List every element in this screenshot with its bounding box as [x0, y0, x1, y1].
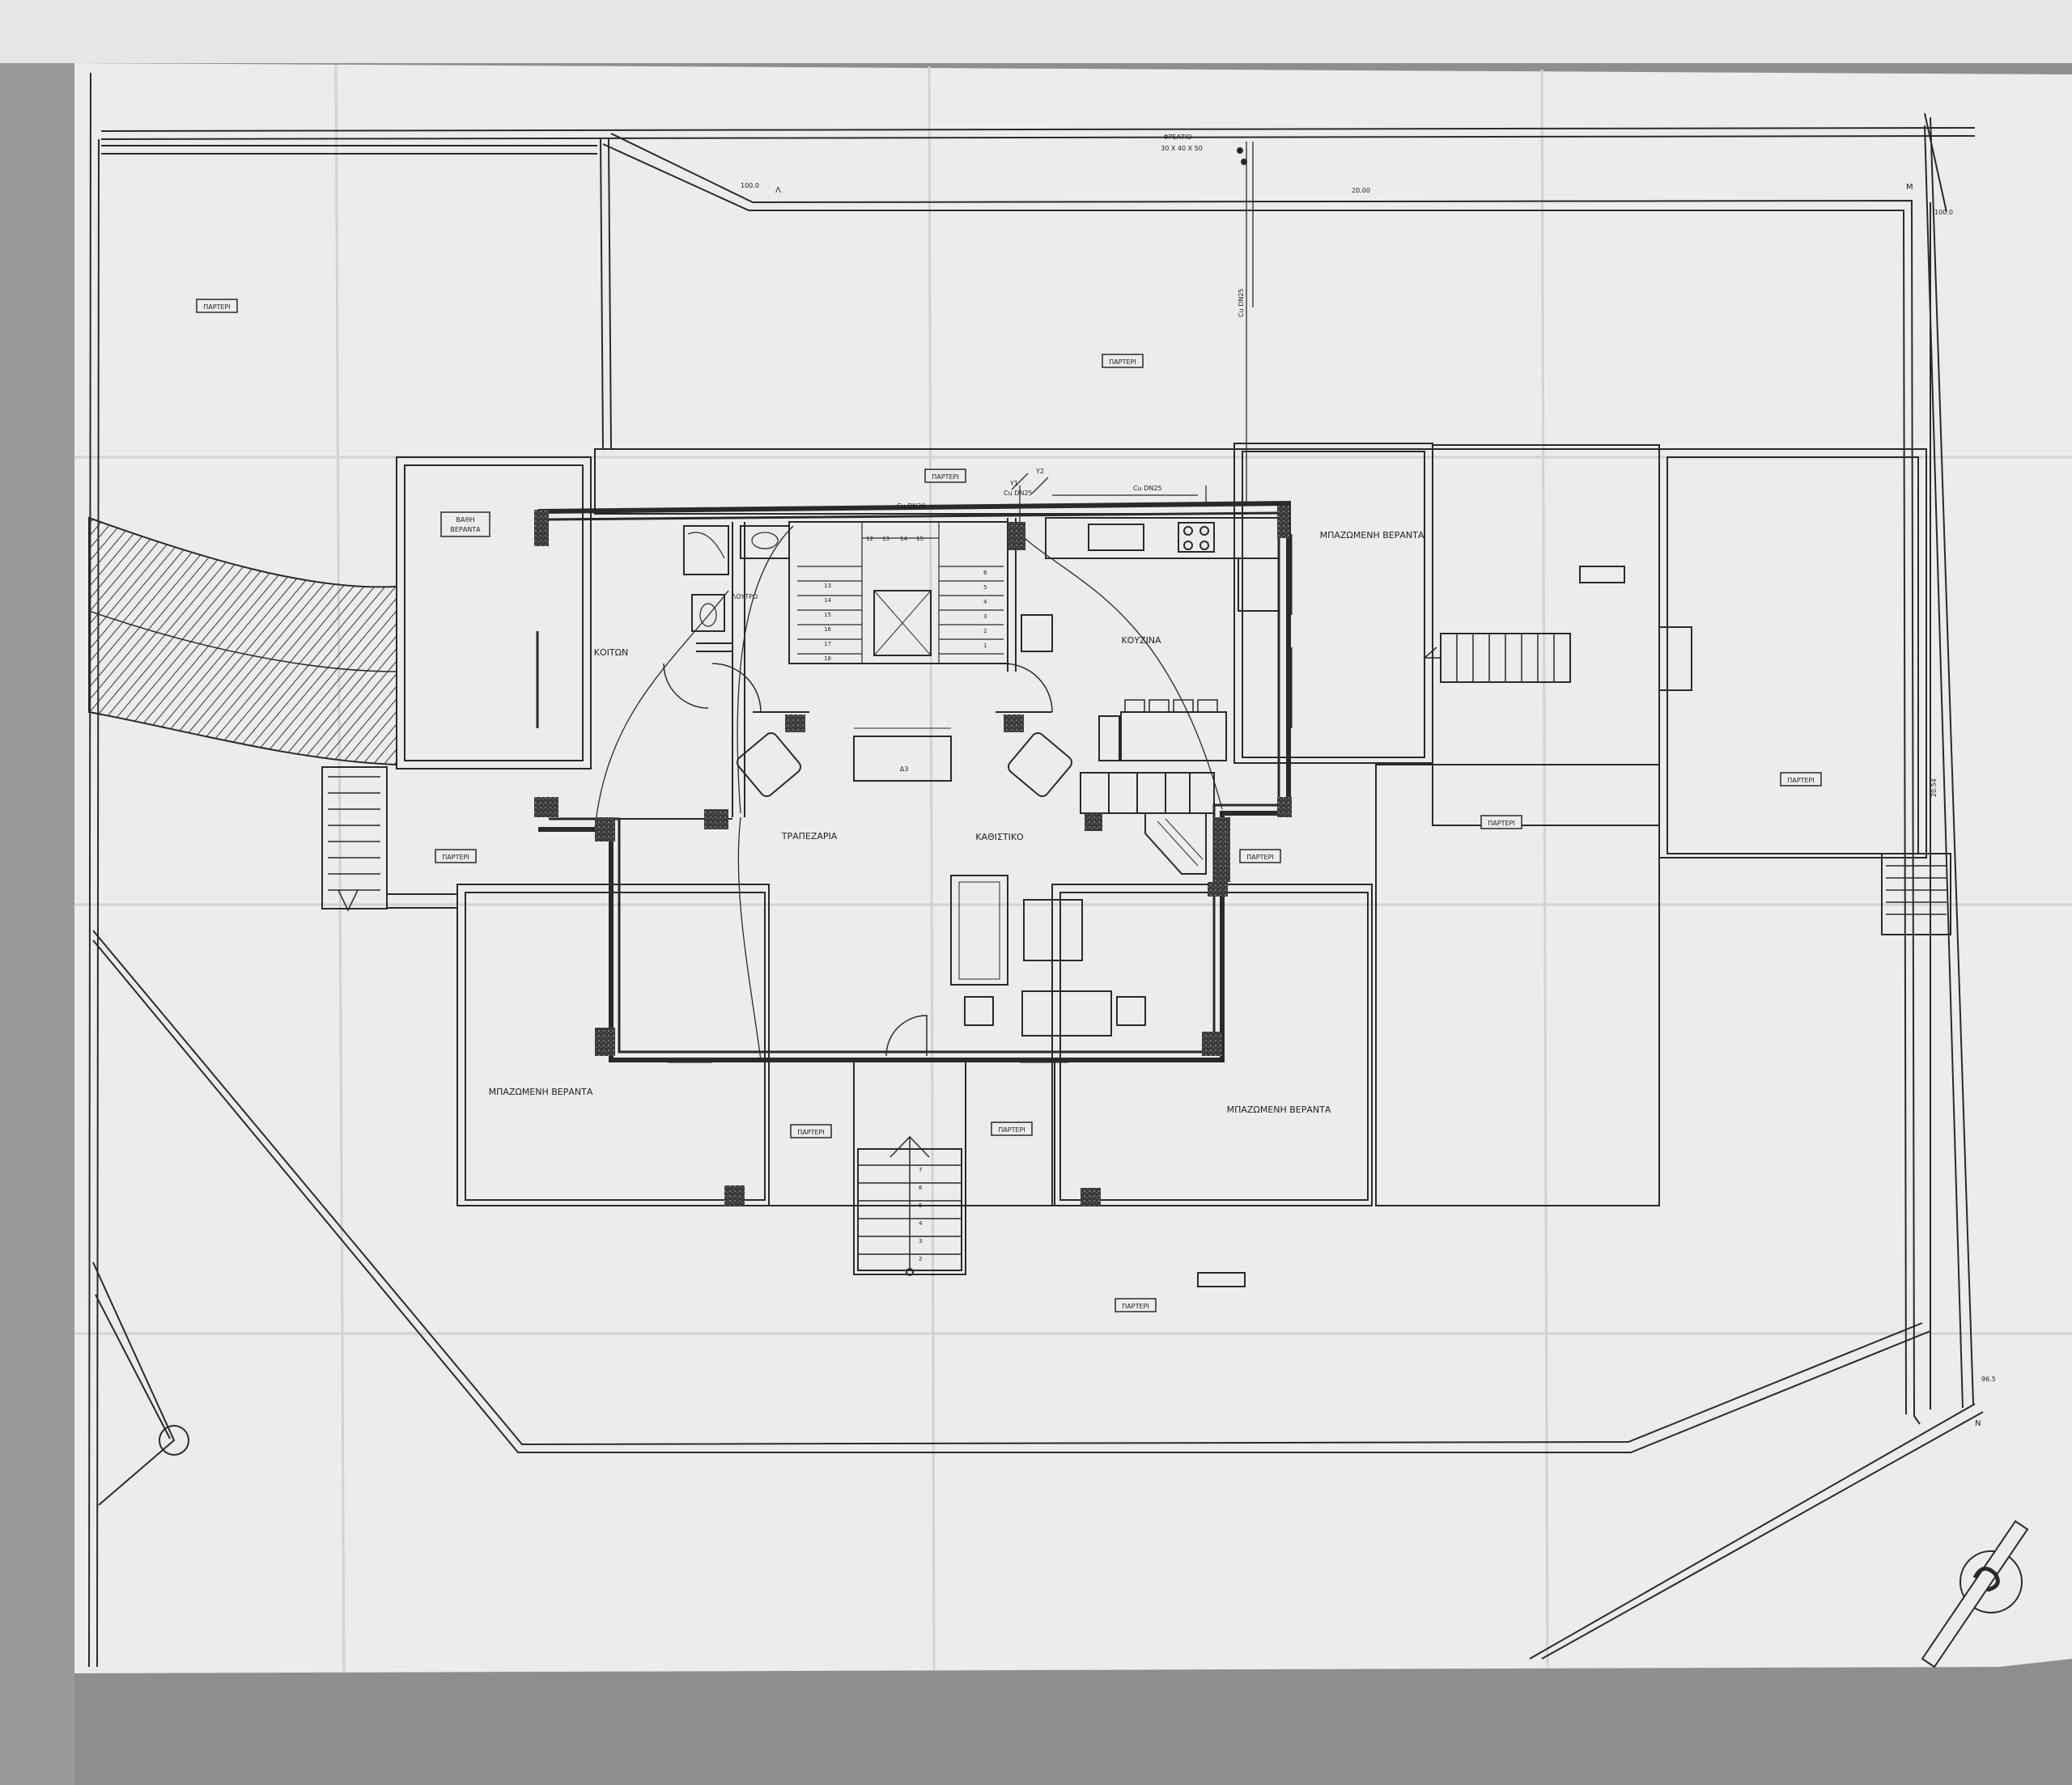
- stair-step-numbers: 12 13 14 15 13 14 15 16 17 18 6 5 4 3 2 1 7 6 5 4 3 2: [824, 536, 987, 1262]
- label-cu-dn25-vertical: Cu DN25: [1238, 288, 1245, 317]
- label-bathi: ΒΑΘΗ: [456, 516, 474, 524]
- svg-text:12: 12: [866, 536, 873, 542]
- label-parteri-2: ΠΑΡΤΕΡΙ: [1109, 358, 1136, 366]
- label-trapezaria: ΤΡΑΠΕΖΑΡΙΑ: [781, 831, 838, 842]
- label-y2: Y2: [1035, 468, 1044, 475]
- label-bazomeni-veranta-1: ΜΠΑΖΩΜΕΝΗ ΒΕΡΑΝΤΑ: [1320, 530, 1424, 541]
- svg-text:4: 4: [983, 599, 987, 605]
- label-point-m: Μ: [1906, 183, 1913, 192]
- label-parteri-4: ΠΑΡΤΕΡΙ: [442, 854, 469, 861]
- label-cu-dn25-kitchen: Cu DN25: [1133, 485, 1162, 492]
- label-parteri-5: ΠΑΡΤΕΡΙ: [1246, 854, 1273, 861]
- label-parteri-1: ΠΑΡΤΕΡΙ: [203, 303, 230, 311]
- left-background-band: [0, 63, 74, 1785]
- label-veranta: ΒΕΡΑΝΤΑ: [450, 526, 481, 533]
- svg-text:13: 13: [882, 536, 890, 542]
- label-elev-96-5: 96.5: [1981, 1376, 1996, 1383]
- svg-text:6: 6: [983, 570, 987, 576]
- svg-text:5: 5: [919, 1202, 922, 1209]
- label-point-l: Λ: [775, 186, 781, 195]
- north-arrow-icon: [1921, 1520, 2029, 1668]
- paper-sheet: [74, 63, 2072, 1673]
- label-elev-100-right: 100.0: [1934, 209, 1953, 216]
- label-parteri-9: ΠΑΡΤΕΡΙ: [998, 1126, 1025, 1134]
- svg-text:3: 3: [983, 613, 987, 620]
- label-parteri-3: ΠΑΡΤΕΡΙ: [932, 473, 958, 481]
- svg-text:14: 14: [900, 536, 907, 542]
- label-d3: Δ3: [900, 765, 909, 773]
- svg-text:14: 14: [824, 597, 831, 604]
- label-point-n: Ν: [1975, 1419, 1981, 1428]
- label-parteri-8: ΠΑΡΤΕΡΙ: [797, 1129, 824, 1136]
- label-parteri-10: ΠΑΡΤΕΡΙ: [1122, 1303, 1149, 1310]
- svg-text:4: 4: [919, 1220, 923, 1227]
- svg-text:3: 3: [919, 1238, 922, 1244]
- svg-text:2: 2: [983, 628, 987, 634]
- label-boxes: [196, 299, 1822, 1312]
- label-cu-dn25-stair: Cu DN25: [1004, 490, 1033, 497]
- svg-text:13: 13: [824, 583, 831, 589]
- label-y1: Y1: [1009, 480, 1018, 487]
- svg-text:5: 5: [983, 584, 987, 591]
- label-freatio-dims: 30 X 40 X 50: [1161, 145, 1203, 152]
- plan-drawing: [88, 72, 1984, 1668]
- label-koiton: ΚΟΙΤΩΝ: [594, 647, 628, 658]
- svg-text:17: 17: [824, 641, 831, 647]
- label-bazomeni-veranta-2: ΜΠΑΖΩΜΕΝΗ ΒΕΡΑΝΤΑ: [489, 1087, 593, 1097]
- svg-text:15: 15: [916, 536, 923, 542]
- label-dim-20-54: 20.54: [1930, 778, 1938, 797]
- label-elev-100-left: 100.0: [741, 182, 759, 189]
- svg-text:18: 18: [824, 655, 831, 662]
- label-bazomeni-veranta-3: ΜΠΑΖΩΜΕΝΗ ΒΕΡΑΝΤΑ: [1227, 1104, 1331, 1115]
- label-loutro: ΛΟΥΤΡΟ: [732, 593, 758, 600]
- svg-text:1: 1: [983, 642, 987, 649]
- label-kathistiko: ΚΑΘΙΣΤΙΚΟ: [975, 832, 1024, 842]
- label-dim-20: 20.00: [1352, 187, 1370, 194]
- top-background-band: [0, 0, 2072, 63]
- label-parteri-6: ΠΑΡΤΕΡΙ: [1488, 820, 1514, 827]
- label-cu-dn20: Cu DN20: [897, 502, 926, 510]
- label-kouzina: ΚΟΥΖΙΝΑ: [1121, 635, 1161, 646]
- label-parteri-7: ΠΑΡΤΕΡΙ: [1787, 777, 1814, 784]
- svg-text:6: 6: [919, 1185, 923, 1191]
- svg-text:16: 16: [824, 626, 831, 633]
- stone-pillars: [534, 506, 1292, 1206]
- svg-text:7: 7: [919, 1167, 922, 1173]
- svg-text:15: 15: [824, 612, 831, 618]
- svg-text:2: 2: [919, 1256, 922, 1262]
- label-freatio: ΦΡΕΑΤΙΟ: [1163, 134, 1191, 141]
